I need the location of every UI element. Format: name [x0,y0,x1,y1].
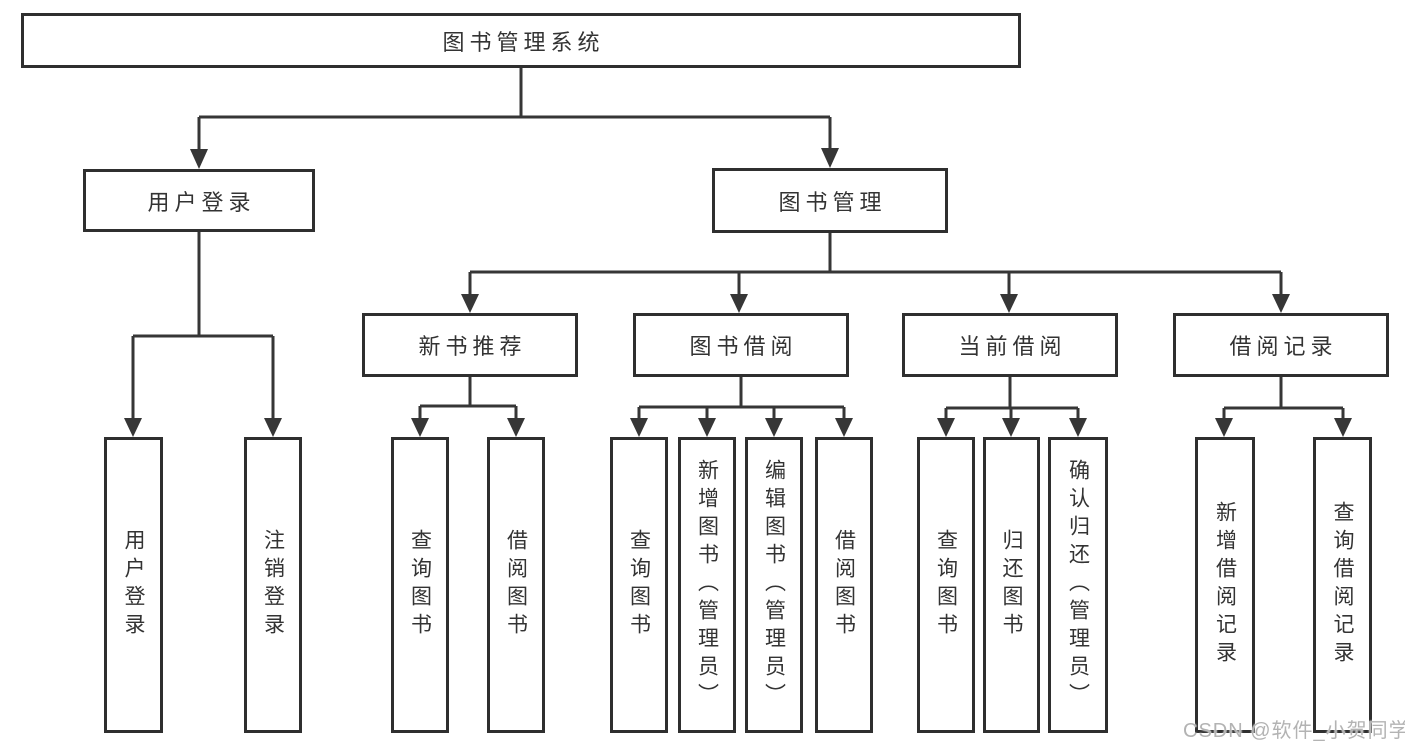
connector-root-to-level1 [197,68,832,152]
connector-bookmgmt-to-level2 [468,232,1283,296]
node-user-login: 用户登录 [83,169,315,232]
arrowhead-icon [190,149,208,169]
connector-borrowrecords-to-leaves [1222,376,1345,421]
node-book-management: 图书管理 [712,168,948,233]
arrowheads [124,148,1352,437]
watermark: CSDN @软件_小贺同学 [1183,720,1405,742]
arrowhead-icon [835,418,853,437]
node-book-borrow: 图书借阅 [633,313,849,377]
leaf-user-login: 用户登录 [104,437,163,733]
leaf-logout: 注销登录 [244,437,302,733]
node-borrow-records: 借阅记录 [1173,313,1389,377]
node-current-borrow: 当前借阅 [902,313,1118,377]
leaf-borrow-edit-books-admin: 编辑图书（管理员） [745,437,803,733]
arrowhead-icon [1069,418,1087,437]
leaf-newbook-query-books: 查询图书 [391,437,449,733]
arrowhead-icon [1215,418,1233,437]
arrowhead-icon [1002,418,1020,437]
arrowhead-icon [264,418,282,437]
node-new-book-recommend: 新书推荐 [362,313,578,377]
arrowhead-icon [1334,418,1352,437]
arrowhead-icon [698,418,716,437]
leaf-borrow-add-books-admin: 新增图书（管理员） [678,437,736,733]
leaf-current-confirm-return-admin: 确认归还（管理员） [1048,437,1108,733]
arrowhead-icon [507,418,525,437]
connector-currentborrow-to-leaves [944,376,1080,421]
arrowhead-icon [1272,294,1290,313]
arrowhead-icon [1000,294,1018,313]
connector-userlogin-to-leaves [131,231,275,421]
connector-newbook-to-leaves [418,376,518,421]
leaf-current-return-books: 归还图书 [983,437,1040,733]
arrowhead-icon [124,418,142,437]
leaf-records-add-record: 新增借阅记录 [1195,437,1255,733]
arrowhead-icon [630,418,648,437]
leaf-records-query-record: 查询借阅记录 [1313,437,1372,733]
arrowhead-icon [821,148,839,168]
leaf-borrow-query-books: 查询图书 [610,437,668,733]
arrowhead-icon [461,294,479,313]
arrowhead-icon [765,418,783,437]
arrowhead-icon [730,294,748,313]
arrowhead-icon [937,418,955,437]
leaf-newbook-borrow-books: 借阅图书 [487,437,545,733]
leaf-current-query-books: 查询图书 [917,437,975,733]
arrowhead-icon [411,418,429,437]
leaf-borrow-borrow-books: 借阅图书 [815,437,873,733]
connector-bookborrow-to-leaves [637,376,846,421]
node-root-system: 图书管理系统 [21,13,1021,68]
